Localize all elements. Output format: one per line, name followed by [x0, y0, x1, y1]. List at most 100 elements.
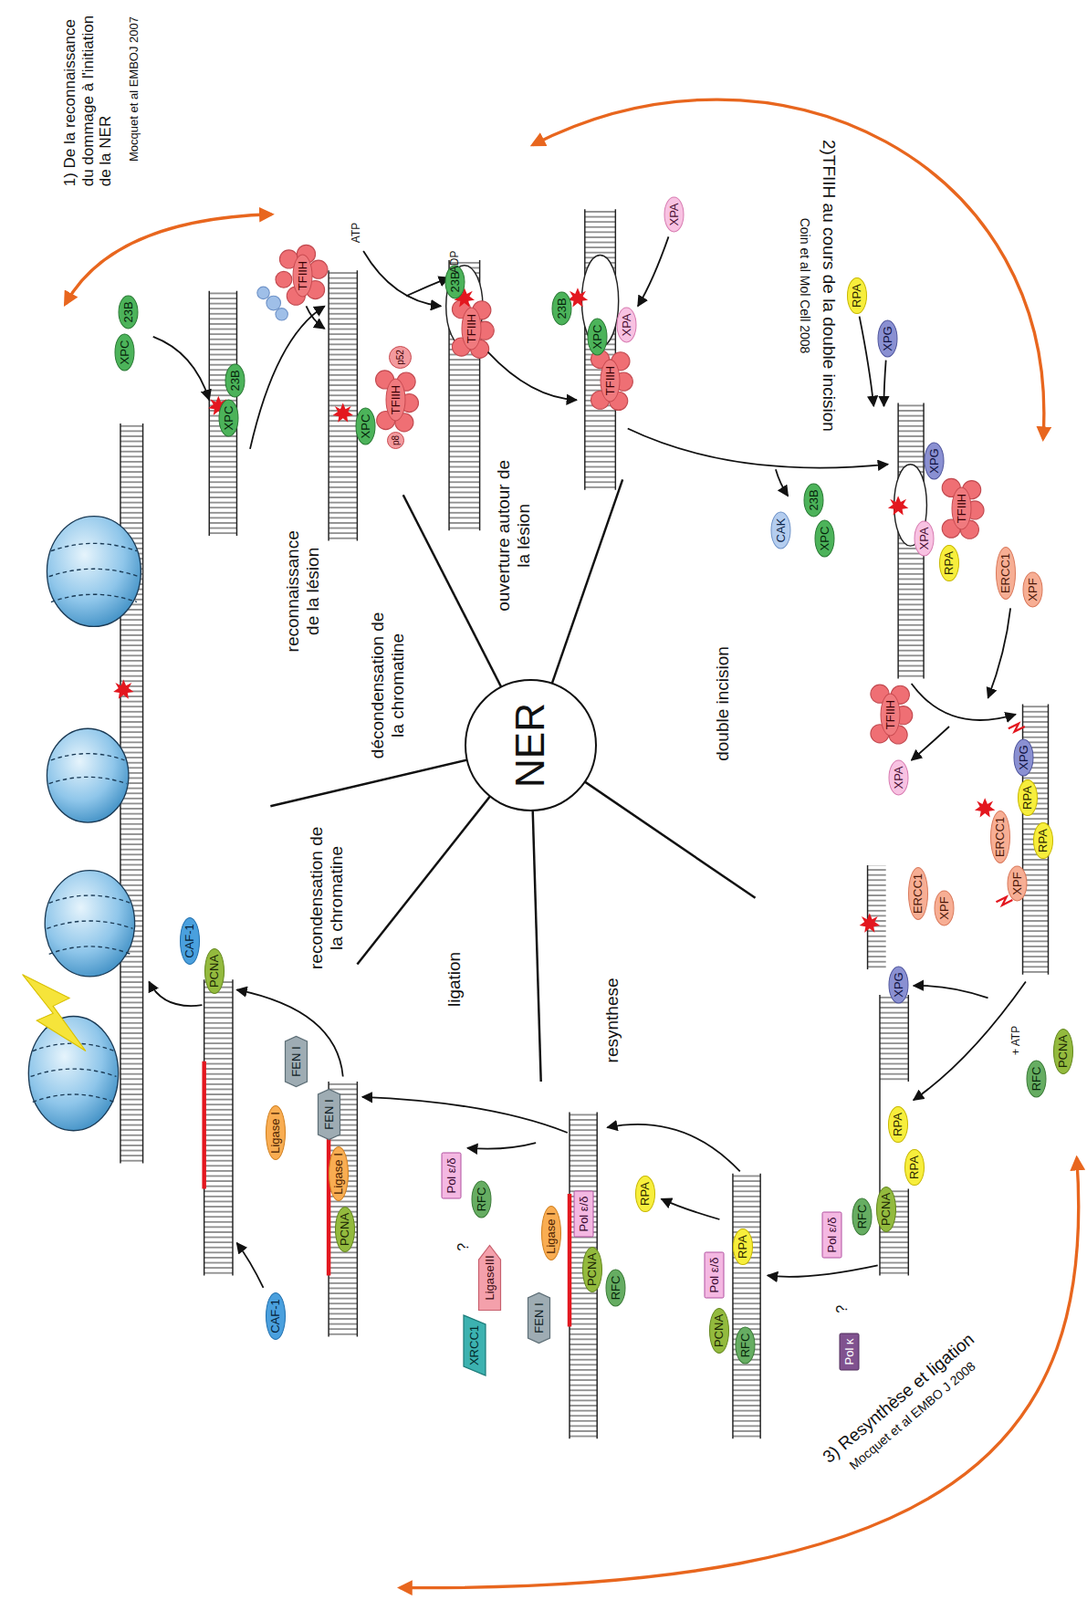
nucleosome: [49, 543, 139, 602]
dna-duplex: [879, 994, 909, 1082]
node-text-box: 23B: [554, 297, 568, 319]
protein-name: Pol κ: [842, 1338, 856, 1366]
node-text-box: XPA: [891, 765, 905, 789]
protein-name: Pol ε/δ: [444, 1157, 458, 1193]
polymerase-box: Pol ε/δ: [574, 1191, 595, 1238]
tfiih-complex: TFIIH: [386, 378, 407, 422]
ercc1-xpf-protein: XPF: [1007, 866, 1028, 902]
cofactor-label: ADP: [449, 250, 463, 274]
resynthesized-dna: [204, 1061, 570, 1328]
step-arrow: [305, 305, 325, 329]
protein-name: 23B: [228, 369, 241, 391]
protein-name: XPG: [927, 449, 941, 474]
protein-name: RPA: [1036, 828, 1050, 853]
node-text-box: RPA: [891, 1112, 905, 1137]
node-text-box: XPC: [358, 414, 372, 439]
protein-name: XPC: [117, 339, 131, 365]
rfc-loader: RFC: [1025, 1059, 1046, 1098]
node-text-box: Pol ε/δ: [708, 1257, 722, 1294]
tfiih-subunits: [275, 271, 293, 288]
pcna-clamp: PCNA: [582, 1246, 603, 1293]
node-text-box: XPC: [590, 324, 604, 350]
dna-duplex: [204, 979, 233, 1276]
step-label: ligation: [444, 951, 465, 1007]
nucleosome: [31, 1043, 117, 1102]
caf1-protein: CAF-1: [179, 917, 200, 965]
node-text-box: FEN I: [322, 1098, 335, 1129]
tfiih-subunit: p8: [386, 431, 405, 450]
step-arrow: [775, 469, 788, 496]
step-arrow: [148, 236, 1026, 1288]
node-text-box: RPA: [1021, 785, 1035, 810]
node-text-box: RPA: [1036, 828, 1050, 853]
dna-lesion: [113, 679, 134, 700]
reference: Coin et al Mol Cell 2008: [797, 218, 813, 355]
tfiih-complex: TFIIH: [292, 253, 313, 297]
node-text-box: XPC: [817, 526, 831, 552]
xpc-23b-protein: XPC: [586, 317, 607, 356]
dna-duplex: [879, 994, 909, 1276]
node-outline: [463, 1315, 486, 1376]
node-text-box: ERCC1: [911, 873, 925, 914]
protein-name: ERCC1: [911, 873, 925, 914]
cak-subunits: [257, 286, 270, 299]
tfiih-complex: TFIIH: [600, 359, 621, 403]
protein-name: PCNA: [585, 1253, 598, 1286]
protein-name: CAF-1: [183, 923, 197, 959]
protein-name: ERCC1: [998, 553, 1012, 594]
node-text-box: RPA: [908, 1155, 921, 1180]
xpa-protein: XPA: [888, 759, 909, 795]
rpa-protein: RPA: [635, 1175, 656, 1213]
node-text-box: Ligase I: [544, 1212, 558, 1255]
protein-name: PCNA: [879, 1192, 893, 1226]
dna-duplex: [328, 270, 357, 541]
dna-duplex: [732, 1173, 761, 1440]
protein-name: TFIIH: [954, 493, 968, 524]
xpa-protein: XPA: [616, 306, 638, 343]
xpa-protein: XPA: [663, 196, 684, 232]
node-text-box: Ligase I: [332, 1152, 345, 1195]
xpc-23b-protein: XPC: [219, 399, 240, 438]
dna-lesion: [888, 495, 909, 515]
step-arrow: [153, 336, 210, 400]
protein-name: TFIIH: [604, 365, 617, 397]
dna-duplex: [204, 979, 233, 1276]
protein-name: XPC: [221, 406, 235, 431]
resynthesized-dna: [201, 1061, 206, 1190]
ercc1-xpf-protein: ERCC1: [995, 546, 1016, 600]
nucleosome: [49, 753, 127, 784]
protein-name: p8: [390, 435, 401, 446]
dna-duplex: [209, 291, 237, 536]
protein-name: XRCC1: [468, 1324, 481, 1365]
node-text-box: NER: [508, 702, 553, 788]
protein-name: XPG: [891, 972, 905, 997]
protein-name: 23B: [122, 302, 136, 324]
cak-subunits: [275, 308, 288, 321]
node-text-box: FEN I: [532, 1303, 545, 1334]
node-text-box: 23B: [228, 369, 241, 391]
step-arrow: [363, 250, 441, 306]
ercc1-xpf-protein: XPF: [1023, 572, 1044, 608]
protein-name: 23B: [449, 271, 462, 293]
dna-duplex: [120, 209, 1049, 1439]
protein-name: XPA: [891, 765, 905, 789]
question-mark: ?: [456, 1243, 473, 1252]
node-outline: [527, 1293, 550, 1344]
dna-duplex: [585, 209, 617, 490]
protein-name: RFC: [475, 1186, 489, 1212]
protein-name: XPC: [817, 526, 831, 552]
node-text-box: TFIIH: [389, 385, 403, 416]
tfiih-subunit: p52: [388, 345, 412, 369]
protein-name: FEN I: [289, 1045, 303, 1077]
node-text-box: XPG: [1017, 744, 1031, 770]
nucleosome: [46, 728, 128, 823]
node-text-box: p8: [390, 435, 401, 446]
step-arrow: [627, 428, 889, 469]
polymerase-box: Pol ε/δ: [704, 1252, 725, 1299]
node-text-box: XPG: [891, 972, 905, 997]
step-arrow: [883, 360, 886, 407]
xpc-23b-protein: XPC: [355, 407, 376, 446]
step-arrow: [913, 985, 989, 998]
cak-subunits: [266, 295, 282, 311]
